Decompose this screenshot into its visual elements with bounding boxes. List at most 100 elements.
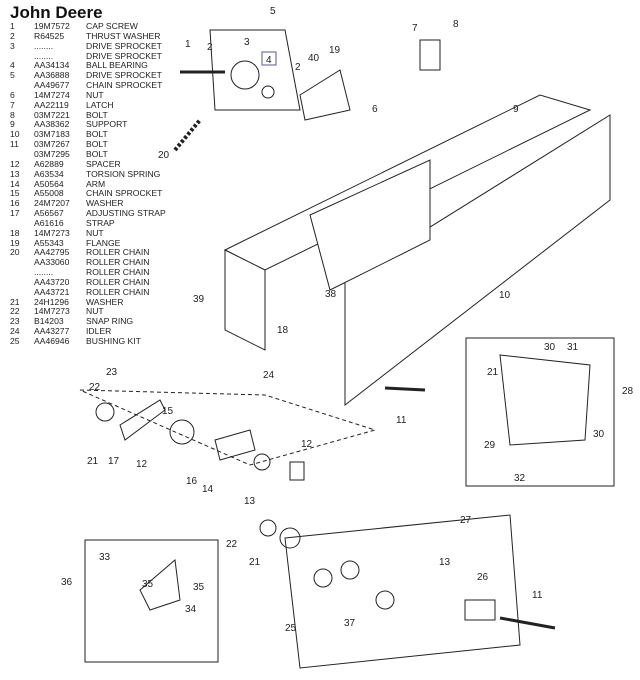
callout-label: 20 [158,150,170,161]
callout-label: 21 [87,456,99,467]
callout-label: 10 [499,290,511,301]
callout-label: 30 [544,342,556,353]
nut [259,519,277,537]
item-number: 19 [10,237,20,248]
part-description: LATCH [86,99,114,110]
part-description: ROLLER CHAIN [86,276,150,287]
part-number: A55343 [34,237,64,248]
item-number: 8 [10,109,15,120]
part-description: SPACER [86,158,121,169]
part-description: IDLER [86,326,112,337]
page-title: John Deere [10,3,103,22]
callout-label: 8 [453,19,459,30]
latch [419,39,441,71]
part-description: THRUST WASHER [86,30,161,41]
part-number: 19M7572 [34,21,70,31]
callout-label: 13 [439,557,451,568]
item-number [10,278,34,288]
idler-group-outline [79,389,377,466]
drive-bracket [209,29,301,111]
part-number: A63534 [34,168,64,179]
part-number: B14203 [34,316,64,327]
part-description: ROLLER CHAIN [86,247,150,258]
callout-box-4 [261,51,277,66]
part-description: SUPPORT [86,119,128,130]
part-description: DRIVE SPROCKET [86,50,162,61]
callout-label: 30 [593,429,605,440]
item-number: 15 [10,188,20,199]
part-number: ........ [34,267,54,278]
inset-box-27 [284,514,521,669]
part-description: DRIVE SPROCKET [86,70,162,81]
part-description: CHAIN SPROCKET [86,188,163,199]
part-number: 03M7295 [34,148,70,159]
part-number: ........ [34,50,54,61]
part-number: AA46946 [34,336,70,346]
callout-label: 2 [295,62,301,73]
item-number: 25 [10,336,20,346]
item-number: 18 [10,227,20,238]
item-number: 22 [10,306,20,317]
part-number: AA43720 [34,276,70,287]
adjusting-strap [119,399,166,441]
part-description: CAP SCREW [86,21,138,31]
callout-label: 1 [185,39,191,50]
item-number: 10 [10,129,20,140]
part-description: ROLLER CHAIN [86,257,150,268]
callout-label: 15 [162,406,174,417]
parts-list-row: 1 19M7572 CAP SCREW [10,21,166,32]
callout-label: 12 [136,459,148,470]
bolt [384,386,426,392]
part-number: A50564 [34,178,64,189]
part-description: ADJUSTING STRAP [86,208,166,219]
item-number: 1 [10,21,15,31]
callout-label: 27 [460,515,472,526]
callout-label: 29 [484,440,496,451]
part-description: CHAIN SPROCKET [86,80,163,91]
part-description: ROLLER CHAIN [86,286,150,297]
callout-label: 2 [207,42,213,53]
callout-label: 34 [185,604,197,615]
callout-label: 32 [514,473,526,484]
part-number: 14M7273 [34,227,70,238]
part-number: 24M7207 [34,198,70,209]
part-number: AA43277 [34,326,70,337]
callout-label: 22 [226,539,238,550]
callout-label: 22 [89,382,101,393]
callout-label: 23 [106,367,118,378]
bolt [499,616,556,630]
bracket [139,559,181,611]
callout-label: 11 [396,415,407,426]
item-number: 17 [10,208,20,219]
shield-panel [499,354,591,446]
part-description: WASHER [86,296,124,307]
inset-box-28 [465,337,615,487]
part-number: ........ [34,40,54,51]
drive-sprocket [230,60,260,90]
callout-label: 3 [244,37,250,48]
item-number: 7 [10,99,15,110]
part-number: R64525 [34,30,65,41]
callout-label: 28 [622,386,634,397]
item-number [10,258,34,268]
item-number: 6 [10,89,15,100]
chain-sprocket [169,419,195,445]
callout-label: 21 [487,367,499,378]
